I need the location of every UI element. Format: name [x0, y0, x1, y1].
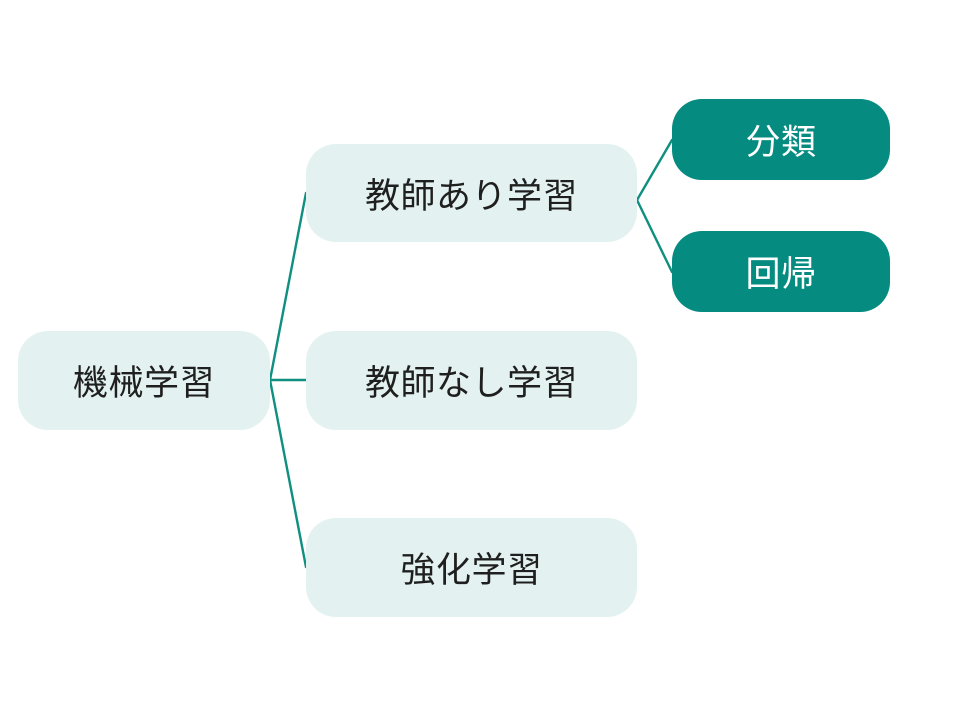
node-supervised-learning: 教師あり学習	[306, 144, 637, 242]
root-node-machine-learning: 機械学習	[18, 331, 270, 430]
node-classification-label: 分類	[745, 123, 817, 163]
node-unsupervised-learning-label: 教師なし学習	[364, 364, 578, 404]
node-regression-label: 回帰	[745, 255, 817, 295]
connector-supervised-to-regression	[635, 198, 674, 274]
node-reinforcement-learning: 強化学習	[306, 518, 637, 617]
node-classification: 分類	[672, 99, 890, 180]
node-reinforcement-learning-label: 強化学習	[400, 551, 543, 591]
connector-supervised-to-classification	[635, 138, 674, 202]
node-regression: 回帰	[672, 231, 890, 312]
root-node-label: 機械学習	[72, 364, 215, 404]
node-supervised-learning-label: 教師あり学習	[364, 176, 578, 217]
node-unsupervised-learning: 教師なし学習	[306, 331, 637, 430]
connector-root-to-supervised	[268, 191, 308, 382]
connector-root-to-reinforcement	[268, 378, 308, 569]
